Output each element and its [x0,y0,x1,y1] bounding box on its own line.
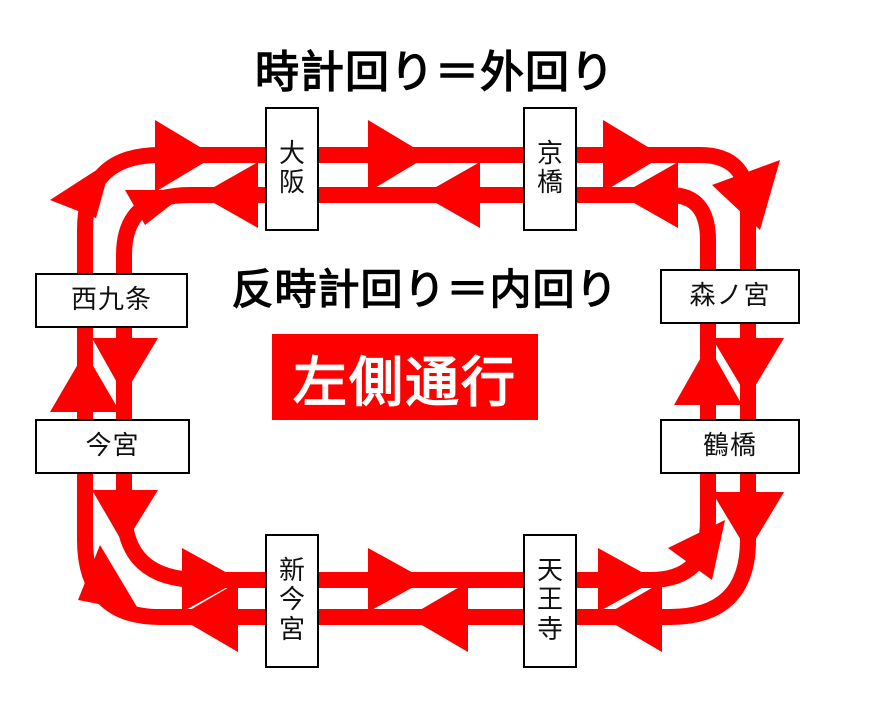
outer-loop-title: 時計回り＝外回り [255,47,615,98]
inner-arrow-bottom-2 [368,548,426,612]
inner-arrow-right-corner [668,520,725,580]
outer-arrow-right-2 [712,492,784,552]
inner-loop-title: 反時計回り＝内回り [231,265,619,314]
inner-arrow-top-2 [422,162,480,228]
inner-arrow-left-1 [92,338,158,395]
inner-arrow-left-corner [125,190,190,225]
inner-arrow-bottom-1 [182,548,240,612]
station-tsuruhashi-label: 鶴橋 [702,430,757,461]
inner-arrow-left-2 [92,490,158,545]
station-tennoji-label: 天王寺 [536,556,563,645]
outer-arrow-top-3 [603,120,663,192]
inner-arrow-top-3 [200,162,258,228]
rule-badge-background [272,334,538,420]
outer-arrow-left-corner [78,545,140,612]
station-nishikujo-label: 西九条 [70,284,152,315]
outer-arrow-left-1 [50,352,120,412]
station-kyobashi-label: 京橋 [536,138,563,198]
outer-arrow-bottom-2 [408,582,468,652]
outer-arrow-left-2 [50,160,112,218]
station-morinomiya: 森ノ宮 [660,269,800,324]
outer-arrow-top-2 [368,120,428,192]
station-imamiya-label: 今宮 [85,430,140,461]
station-tsuruhashi: 鶴橋 [660,419,800,474]
inner-arrow-top-1 [620,162,678,228]
station-kyobashi: 京橋 [523,107,577,231]
station-shin-imamiya-label: 新今宮 [278,556,305,645]
outer-arrow-bottom-1 [602,582,662,652]
station-osaka: 大阪 [265,107,319,231]
outer-arrow-bottom-3 [178,582,238,652]
station-imamiya: 今宮 [35,419,190,474]
station-nishikujo: 西九条 [35,273,188,328]
station-osaka-label: 大阪 [278,138,305,198]
inner-arrow-bottom-3 [598,548,656,612]
station-tennoji: 天王寺 [523,534,577,668]
station-shin-imamiya: 新今宮 [265,534,319,668]
outer-arrow-right-1 [712,338,784,398]
outer-arrow-top-1 [155,120,215,192]
station-morinomiya-label: 森ノ宮 [689,280,771,311]
outer-arrow-right-corner [712,160,780,230]
left-side-traffic-badge: 左側通行 [293,350,517,414]
inner-arrow-right-1 [674,345,742,405]
